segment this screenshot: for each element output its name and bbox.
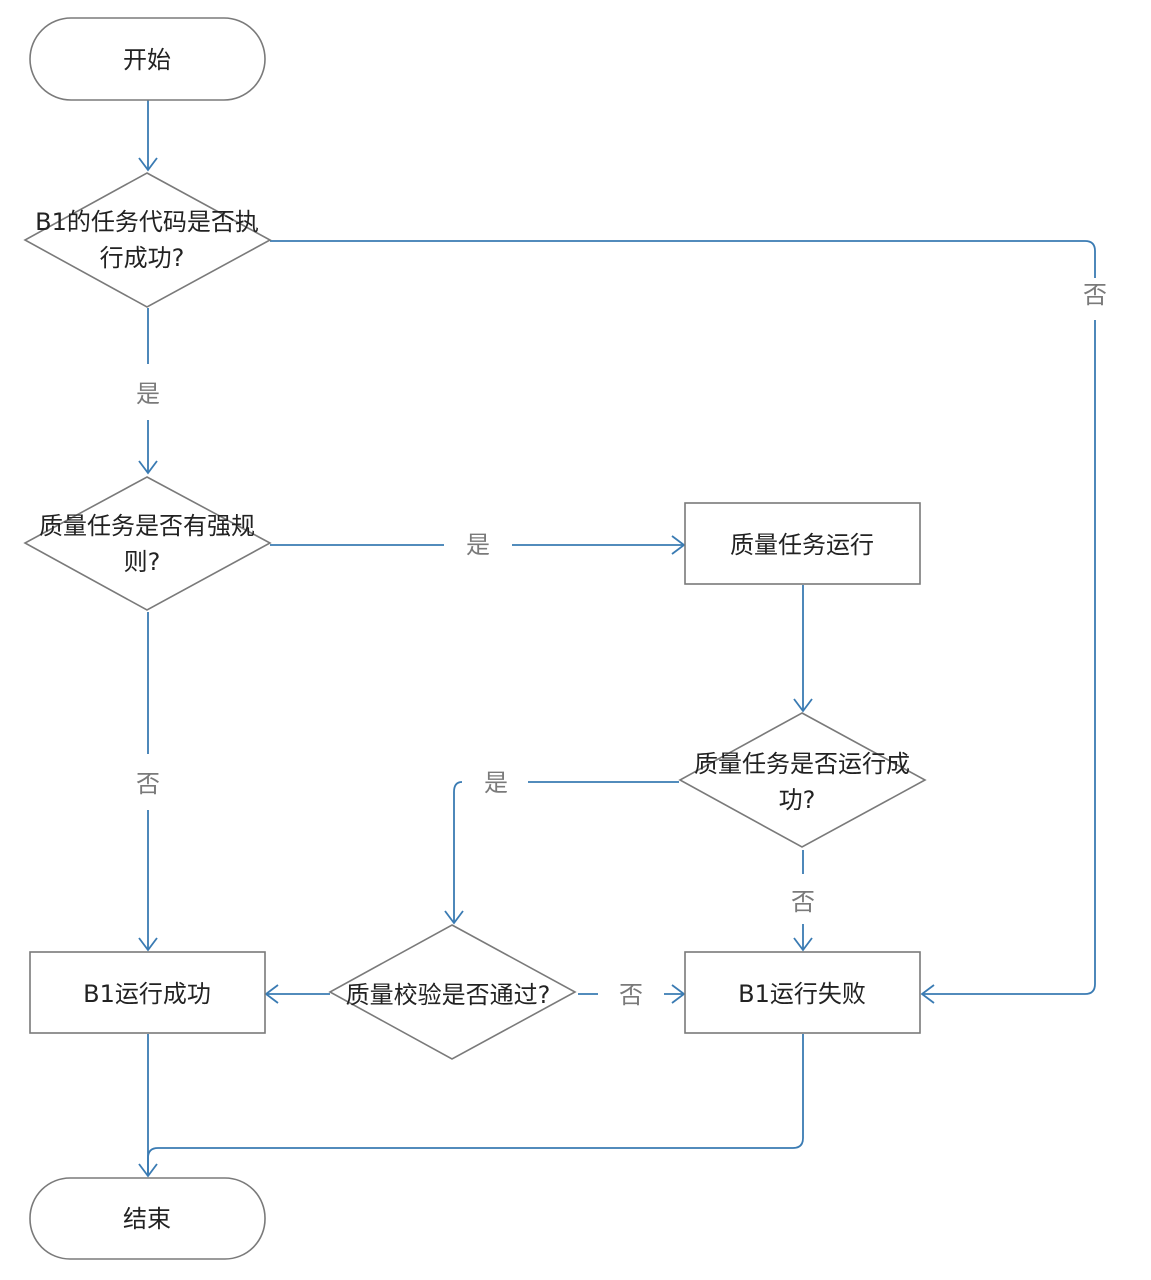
edge-code-yes-to-rule-check xyxy=(138,308,158,475)
edge-label-code-no: 否 xyxy=(1083,281,1107,309)
edge-label-check-no: 否 xyxy=(619,981,643,1009)
edge-label-code-yes: 是 xyxy=(136,380,160,408)
process-quality-task-run: 质量任务运行 xyxy=(684,502,921,585)
edge-label-run-no: 否 xyxy=(791,888,815,916)
decision-quality-check-pass-label: 质量校验是否通过? xyxy=(346,981,551,1009)
process-b1-success-label: B1运行成功 xyxy=(83,980,211,1008)
edge-start-to-code-check xyxy=(138,100,158,172)
decision-quality-task-run-success-line1: 质量任务是否运行成 xyxy=(694,750,910,778)
start-node: 开始 xyxy=(29,17,266,101)
edge-run-yes-to-quality-check xyxy=(444,781,679,925)
decision-strong-rule-line2: 则? xyxy=(124,548,161,576)
edge-task-run-to-run-check xyxy=(793,585,813,713)
edge-label-rule-yes: 是 xyxy=(466,531,490,559)
decision-task-code-success-line2: 行成功? xyxy=(100,244,185,272)
edge-run-no-to-fail xyxy=(793,850,813,952)
edge-rule-yes-to-task-run xyxy=(270,535,686,555)
start-node-label: 开始 xyxy=(123,46,171,74)
edge-check-yes-to-success xyxy=(264,984,330,1004)
process-b1-fail-label: B1运行失败 xyxy=(738,980,866,1008)
edge-code-no-to-fail xyxy=(270,240,1096,1004)
process-quality-task-run-label: 质量任务运行 xyxy=(730,531,874,559)
edge-label-run-yes: 是 xyxy=(484,769,508,797)
process-b1-success: B1运行成功 xyxy=(29,951,266,1034)
decision-quality-task-run-success-line2: 功? xyxy=(779,786,816,814)
edge-check-no-to-fail xyxy=(578,984,686,1004)
process-b1-fail: B1运行失败 xyxy=(684,951,921,1034)
end-node-label: 结束 xyxy=(123,1205,171,1233)
decision-quality-check-pass: 质量校验是否通过? xyxy=(328,924,577,1060)
end-node: 结束 xyxy=(29,1177,266,1260)
decision-task-code-success: B1的任务代码是否执 行成功? xyxy=(23,172,272,308)
edge-rule-no-to-success xyxy=(138,612,158,952)
decision-strong-rule-line1: 质量任务是否有强规 xyxy=(39,512,255,540)
decision-strong-rule: 质量任务是否有强规 则? xyxy=(23,476,272,611)
decision-task-code-success-line1: B1的任务代码是否执 xyxy=(35,208,259,236)
decision-quality-task-run-success: 质量任务是否运行成 功? xyxy=(678,712,927,848)
edge-label-rule-no: 否 xyxy=(136,770,160,798)
edge-fail-to-end xyxy=(147,1034,804,1176)
